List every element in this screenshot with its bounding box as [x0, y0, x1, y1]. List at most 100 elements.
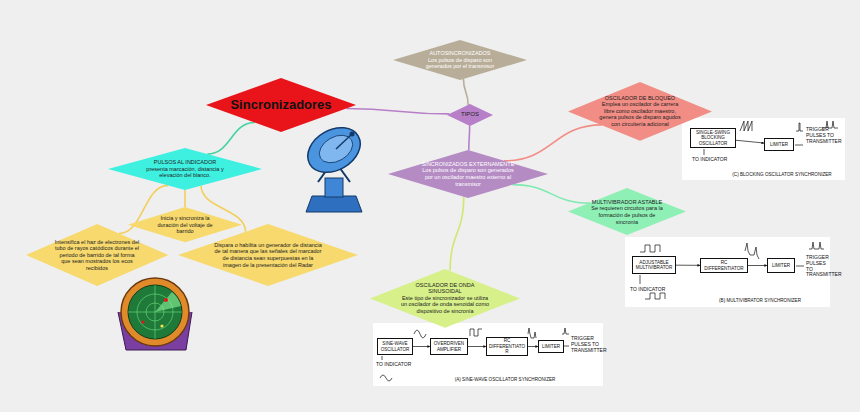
node-text: TIPOS: [454, 111, 486, 118]
text-group: (C) BLOCKING OSCILLATOR SYNCHRONIZER: [722, 172, 842, 178]
sawtooth-wave: [740, 121, 752, 131]
branch-line: [463, 79, 468, 105]
diamond-fill: [178, 224, 358, 286]
diamond-fill: [447, 104, 493, 126]
node-heading: OSCILADOR DE ONDA SINUSOIDAL: [400, 282, 490, 295]
text-group: PULSOS AL INDICADORpresenta marcación, d…: [139, 159, 231, 179]
node-text: RC DIFFERENTIATOR: [488, 338, 527, 355]
node-text: Inicia y sincroniza la duración del volt…: [151, 215, 219, 235]
figure-panel: [625, 237, 830, 307]
output-label: TRIGGER PULSES TO TRANSMITTER: [806, 255, 828, 278]
signal-arrow: [796, 266, 804, 267]
node-text: LIMITER: [769, 263, 794, 269]
pulse-wave: [796, 123, 803, 131]
text-group: Sincronizadores: [226, 97, 337, 113]
detail-diamond: Intensifica el haz de electrones del tub…: [26, 224, 168, 286]
output-label: TO INDICATOR: [376, 362, 416, 368]
sine-wave: [414, 330, 426, 338]
diamond-fill: [26, 224, 168, 286]
square-wave: [640, 245, 660, 252]
text-group: LIMITER: [540, 344, 563, 350]
leader-line: [382, 356, 383, 360]
node-heading: AUTOSINCRONIZADOS: [420, 50, 500, 57]
text-group: RC DIFFERENTIATOR: [488, 338, 527, 355]
root-diamond: Sincronizadores: [206, 78, 356, 132]
node-heading: PULSOS AL INDICADOR: [139, 159, 231, 166]
detail-diamond: Inicia y sincroniza la duración del volt…: [128, 207, 242, 242]
diamond-fill: [388, 150, 548, 198]
signal-arrow: [468, 346, 486, 347]
branch-line: [207, 123, 254, 155]
node-text: Se requieren circuitos para la formación…: [591, 205, 664, 225]
node-text: (C) BLOCKING OSCILLATOR SYNCHRONIZER: [722, 172, 842, 178]
text-group: LIMITER: [769, 263, 794, 269]
node-text: ADJUSTABLE MULTIVIBRATOR: [634, 260, 675, 271]
square-wave: [470, 329, 482, 336]
node-text: LIMITER: [766, 142, 793, 148]
figure-panel: (A) SINE-WAVE OSCILLATOR SYNCHRONIZER SIN…: [373, 323, 603, 386]
text-group: OSCILADOR DE BLOQUEOEmplea un oscilador …: [597, 95, 683, 128]
node-text: Los pulsos de disparo son generados por …: [420, 167, 516, 187]
signal-arrow: [528, 346, 538, 347]
text-group: SINE-WAVE OSCILLATOR: [379, 341, 412, 352]
text-group: Dispara o habilita un generador de dista…: [214, 242, 322, 268]
text-group: ADJUSTABLE MULTIVIBRATOR: [634, 260, 675, 271]
branch-line: [513, 185, 591, 204]
block-box: SINGLE-SWING BLOCKING OSCILLATOR: [690, 128, 736, 148]
block-box: LIMITER: [538, 340, 564, 353]
node-text: Este tipo de sincronizador se utiliza un…: [400, 295, 490, 315]
branch-line: [468, 126, 470, 150]
pulse-wave: [809, 242, 824, 249]
radar-dish-illustration: [300, 119, 368, 212]
type-diamond: AUTOSINCRONIZADOSLos pulsos de disparo s…: [393, 40, 527, 80]
hub-diamond: TIPOS: [447, 104, 493, 126]
node-text: Sincronizadores: [226, 97, 337, 113]
topic-diamond: PULSOS AL INDICADORpresenta marcación, d…: [108, 148, 262, 190]
branch-line: [184, 190, 186, 207]
text-group: SINGLE-SWING BLOCKING OSCILLATOR: [692, 130, 735, 147]
node-text: Intensifica el haz de electrones del tub…: [54, 239, 139, 272]
diamond-fill: [206, 78, 356, 132]
text-group: (B) MULTIVIBRATOR SYNCHRONIZER: [700, 298, 820, 304]
branch-line: [450, 197, 464, 271]
square-wave: [645, 293, 665, 299]
signal-arrow: [736, 140, 764, 143]
signal-arrow: [795, 145, 803, 146]
figure-panel: [682, 118, 845, 180]
text-group: LIMITER: [766, 142, 793, 148]
text-group: Intensifica el haz de electrones del tub…: [54, 239, 139, 272]
node-text: (B) MULTIVIBRATOR SYNCHRONIZER: [700, 298, 820, 304]
text-group: (A) SINE-WAVE OSCILLATOR SYNCHRONIZER: [435, 377, 575, 383]
subtype-diamond: MULTIVIBRADOR ASTABLESe requieren circui…: [568, 188, 686, 235]
subtype-diamond: OSCILADOR DE ONDA SINUSOIDALEste tipo de…: [370, 269, 520, 328]
node-text: OVERDRIVEN AMPLIFIER: [432, 341, 467, 352]
block-box: SINE-WAVE OSCILLATOR: [377, 338, 413, 355]
figure-panel: (B) MULTIVIBRATOR SYNCHRONIZER ADJUSTABLE…: [625, 237, 830, 307]
branch-line: [504, 125, 602, 161]
diamond-fill: [393, 40, 527, 80]
node-text: (A) SINE-WAVE OSCILLATOR SYNCHRONIZER: [435, 377, 575, 383]
figure-panel: [373, 323, 603, 386]
type-diamond: SINCRONIZADOS EXTERNAMENTELos pulsos de …: [388, 150, 548, 198]
leader-line: [704, 149, 705, 155]
node-text: Los pulsos de disparo son generados por …: [420, 57, 500, 70]
diamond-fill: [370, 269, 520, 328]
spike-wave: [745, 243, 759, 259]
output-label: TRIGGER PULSES TO TRANSMITTER: [571, 336, 601, 353]
text-group: TIPOS: [454, 111, 486, 118]
block-box: LIMITER: [767, 258, 795, 273]
block-box: ADJUSTABLE MULTIVIBRATOR: [632, 256, 676, 274]
node-text: Dispara o habilita un generador de dista…: [214, 242, 322, 268]
leader-line: [640, 275, 641, 284]
text-group: Inicia y sincroniza la duración del volt…: [151, 215, 219, 235]
text-group: RC DIFFERENTIATOR: [702, 260, 747, 271]
node-text: Emplea un oscilador de carrera libre com…: [597, 101, 683, 127]
diamond-fill: [568, 188, 686, 235]
block-box: RC DIFFERENTIATOR: [486, 337, 528, 357]
block-box: RC DIFFERENTIATOR: [700, 258, 748, 273]
signal-arrow: [748, 265, 767, 266]
output-label: TO INDICATOR: [630, 287, 670, 293]
signal-arrow: [676, 265, 700, 266]
signal-arrow: [564, 346, 569, 347]
